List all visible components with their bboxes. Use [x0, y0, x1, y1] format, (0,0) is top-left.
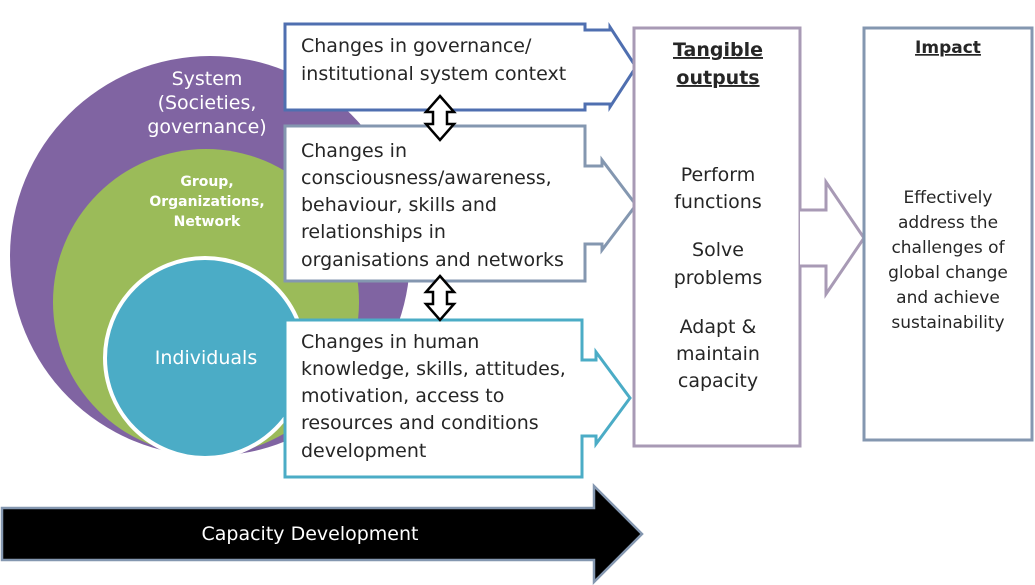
output-item-2a: Solve	[692, 239, 744, 261]
group-label-2: Organizations,	[149, 194, 264, 210]
output-item-3b: maintain	[676, 343, 760, 365]
tangible-outputs-box	[632, 26, 802, 448]
system-label-1: System	[172, 68, 243, 90]
individuals-label: Individuals	[155, 347, 257, 369]
output-item-1b: functions	[674, 191, 762, 213]
capacity-development-arrow	[0, 482, 644, 585]
impact-line-6: sustainability	[891, 313, 1004, 333]
human-line-5: development	[301, 440, 426, 462]
impact-title: Impact	[915, 38, 981, 58]
organisations-line-3: behaviour, skills and	[301, 194, 497, 216]
impact-box	[862, 26, 1034, 442]
organisations-line-5: organisations and networks	[301, 249, 564, 271]
organisations-change-arrow	[283, 124, 638, 283]
impact-line-4: global change	[888, 263, 1008, 283]
output-item-3a: Adapt &	[680, 316, 757, 338]
outputs-title-1: Tangible	[673, 39, 763, 61]
impact-line-1: Effectively	[904, 188, 993, 208]
double-arrow-icon	[423, 94, 457, 142]
group-label-3: Network	[174, 214, 241, 230]
system-label-2: (Societies,	[158, 92, 257, 114]
impact-line-3: challenges of	[891, 238, 1005, 258]
human-line-4: resources and conditions	[301, 412, 539, 434]
outputs-title-2: outputs	[676, 67, 759, 89]
human-change-arrow	[283, 318, 632, 479]
capacity-development-label: Capacity Development	[202, 523, 419, 545]
governance-change-arrow	[283, 21, 638, 113]
organisations-line-4: relationships in	[301, 221, 446, 243]
impact-line-2: address the	[898, 213, 998, 233]
human-line-1: Changes in human	[301, 331, 479, 353]
output-item-3c: capacity	[678, 370, 758, 392]
output-item-1a: Perform	[681, 164, 756, 186]
governance-line-2: institutional system context	[301, 63, 566, 85]
organisations-line-1: Changes in	[301, 140, 407, 162]
impact-line-5: and achieve	[896, 288, 1000, 308]
output-item-2b: problems	[674, 267, 763, 289]
outputs-to-impact-arrow	[800, 177, 866, 299]
group-label-1: Group,	[180, 174, 233, 190]
organisations-line-2: consciousness/awareness,	[301, 167, 552, 189]
governance-line-1: Changes in governance/	[301, 35, 532, 57]
human-line-3: motivation, access to	[301, 385, 504, 407]
double-arrow-icon	[423, 274, 457, 322]
system-label-3: governance)	[147, 116, 266, 138]
human-line-2: knowledge, skills, attitudes,	[301, 358, 566, 380]
